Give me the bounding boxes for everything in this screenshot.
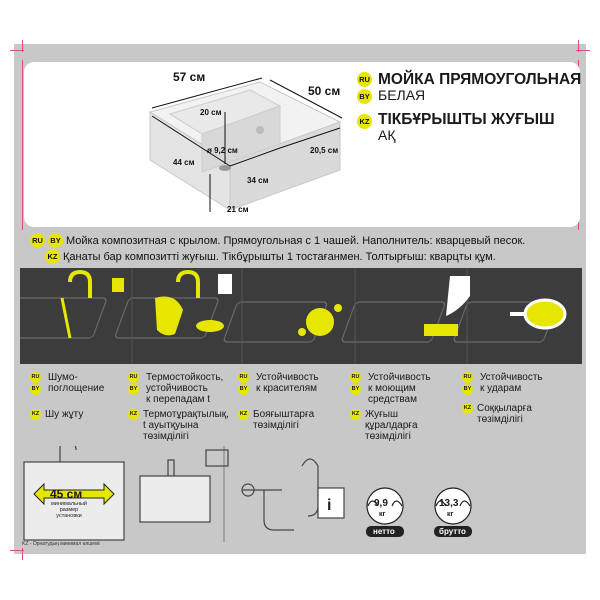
feature-icon-strip bbox=[3, 268, 582, 364]
sink-drawing bbox=[148, 77, 343, 212]
feature-2-kz: Термотұрақтылық, t ауытқуына төзімділігі bbox=[143, 409, 229, 442]
installation-illustrations: i bbox=[23, 446, 345, 542]
feature-4-kz: Жуғыш құралдарға төзімділігі bbox=[365, 409, 418, 442]
crop-mark bbox=[22, 60, 23, 230]
weight-gross-icon bbox=[434, 487, 472, 537]
weight-net-icon bbox=[366, 487, 404, 537]
feature-1-ru: Шумо- поглощение bbox=[48, 372, 105, 394]
description-kz: KZ Қанаты бар композитті жуғыш. Тікбұрыш… bbox=[45, 249, 496, 264]
feature-3-ru: Устойчивость к красителям bbox=[256, 372, 319, 394]
weight-net: 9,9 кг нетто bbox=[360, 486, 410, 538]
cabinet-note: минимальный размер установки bbox=[51, 501, 87, 519]
dim-height: 21 см bbox=[227, 205, 249, 214]
weight-gross-value: 13,3 bbox=[439, 498, 459, 509]
crop-mark bbox=[22, 40, 23, 52]
crop-mark bbox=[10, 50, 24, 51]
feature-5-ru: Устойчивость к ударам bbox=[480, 372, 543, 394]
dim-bowl-length: 44 см bbox=[173, 158, 195, 167]
dim-bowl-depth: 20 см bbox=[200, 108, 222, 117]
weight-gross: 13,3 кг брутто bbox=[428, 486, 478, 538]
feature-5-kz: Соққыларға төзімділігі bbox=[477, 403, 532, 425]
product-subtitle-ru: БЕЛАЯ bbox=[378, 87, 426, 103]
dim-width: 57 см bbox=[173, 70, 206, 84]
weight-net-label: нетто bbox=[373, 527, 395, 536]
title-ru: RU BY МОЙКА ПРЯМОУГОЛЬНАЯ БЕЛАЯ bbox=[357, 72, 581, 104]
badge-kz: KZ bbox=[357, 114, 372, 129]
svg-text:i: i bbox=[327, 497, 331, 514]
weight-net-value: 9,9 bbox=[374, 498, 388, 509]
crop-mark bbox=[10, 550, 24, 551]
crop-mark bbox=[22, 548, 23, 560]
product-subtitle-kz: АҚ bbox=[378, 127, 396, 143]
cabinet-width: 45 см bbox=[50, 487, 83, 501]
feature-1-kz: Шу жұту bbox=[45, 409, 84, 420]
product-title-ru: МОЙКА ПРЯМОУГОЛЬНАЯ bbox=[378, 71, 582, 88]
feature-2-ru: Термостойкость, устойчивость к перепадам… bbox=[146, 372, 224, 405]
weight-gross-unit: кг bbox=[447, 511, 454, 518]
feature-4-ru: Устойчивость к моющим средствам bbox=[368, 372, 431, 405]
feature-illustrations bbox=[3, 268, 567, 364]
badge-ru: RU bbox=[357, 72, 372, 87]
crop-mark bbox=[578, 40, 579, 52]
description-kz-text: Қанаты бар композитті жуғыш. Тікбұрышты … bbox=[63, 250, 496, 263]
description-ru-text: Мойка композитная с крылом. Прямоугольна… bbox=[66, 234, 526, 247]
weight-gross-label: брутто bbox=[439, 527, 466, 536]
dim-drain: ø 9,2 см bbox=[207, 146, 238, 155]
dim-wing: 20,5 см bbox=[310, 146, 339, 155]
description-ru: RU BY Мойка композитная с крылом. Прямоу… bbox=[30, 233, 525, 248]
title-kz: KZ ТІКБҰРЫШТЫ ЖУҒЫШ АҚ bbox=[357, 112, 555, 143]
weight-net-unit: кг bbox=[379, 511, 386, 518]
dim-bowl-width: 34 см bbox=[247, 176, 269, 185]
feature-3-kz: Бояғыштарға төзімділігі bbox=[253, 409, 315, 431]
crop-mark bbox=[576, 50, 590, 51]
dim-depth: 50 см bbox=[308, 84, 341, 98]
product-title-kz: ТІКБҰРЫШТЫ ЖУҒЫШ bbox=[378, 111, 555, 128]
badge-by: BY bbox=[357, 89, 372, 104]
installation-footnote: KZ - Орнатудың минимал өлшемі bbox=[22, 541, 100, 547]
